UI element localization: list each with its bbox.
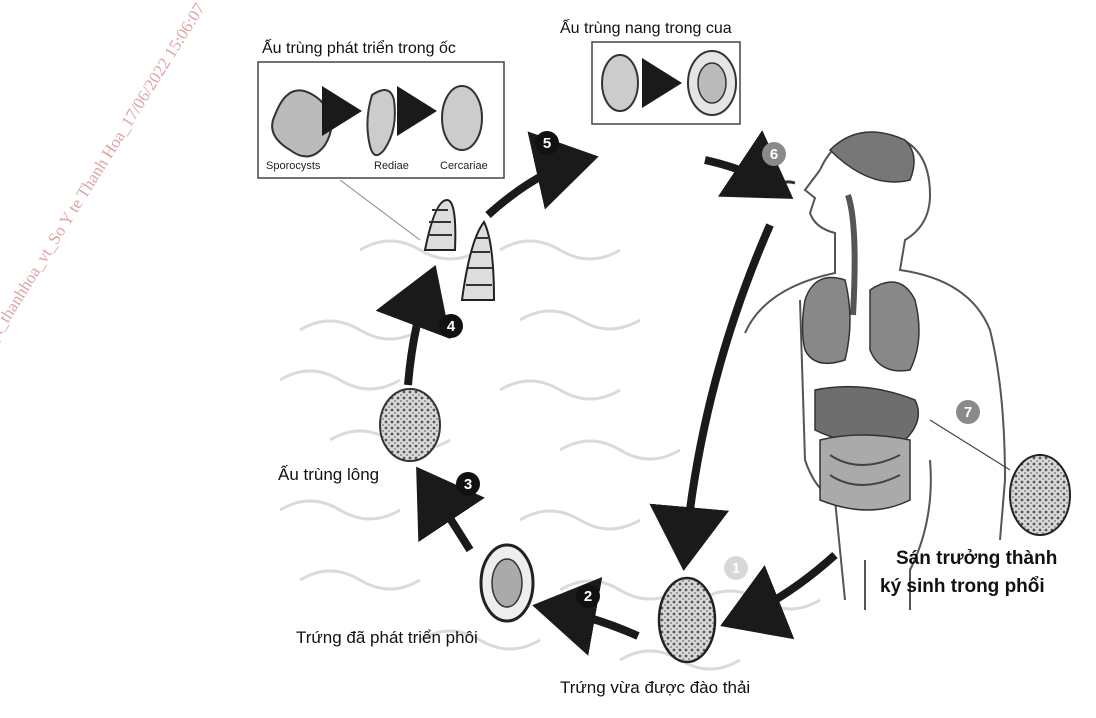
crab-box-title: Ấu trùng nang trong cua: [560, 20, 732, 38]
fresh-egg-figure: [659, 578, 715, 662]
internal-organs: [780, 132, 1010, 510]
arrow-miracidium-to-snail: [408, 280, 430, 385]
snail-host: [425, 200, 494, 300]
snail-box-title: Ấu trùng phát triển trong ốc: [262, 40, 456, 58]
step-badge-6: 6: [762, 142, 786, 166]
step-badge-1: 1: [724, 556, 748, 580]
metacercaria-figure-1: [602, 55, 638, 111]
fresh-egg-label: Trứng vừa được đào thải: [560, 678, 750, 698]
cycle-arrows: [408, 160, 835, 636]
arrow-lungs-to-egg: [685, 225, 770, 555]
rediae-label: Rediae: [374, 160, 409, 172]
step-badge-3: 3: [456, 472, 480, 496]
embryonated-egg-label: Trứng đã phát triển phôi: [296, 628, 478, 648]
step-badge-4: 4: [439, 314, 463, 338]
step-badge-2: 2: [576, 584, 600, 608]
step-badge-7: 7: [956, 400, 980, 424]
adult-label-line2: ký sinh trong phổi: [880, 576, 1045, 598]
adult-fluke-figure: [1010, 455, 1070, 535]
miracidium-figure: [380, 389, 440, 461]
arrow-egg-to-embryo: [548, 608, 638, 636]
miracidium-label: Ấu trùng lông: [278, 465, 379, 485]
human-figure: [745, 133, 1005, 610]
step-badge-5: 5: [535, 131, 559, 155]
crab-cyst-box: [592, 42, 740, 124]
cercaria-figure: [442, 86, 482, 150]
sporocysts-label: Sporocysts: [266, 160, 320, 172]
cercariae-label: Cercariae: [440, 160, 488, 172]
adult-label-line1: Sán trưởng thành: [896, 548, 1057, 570]
